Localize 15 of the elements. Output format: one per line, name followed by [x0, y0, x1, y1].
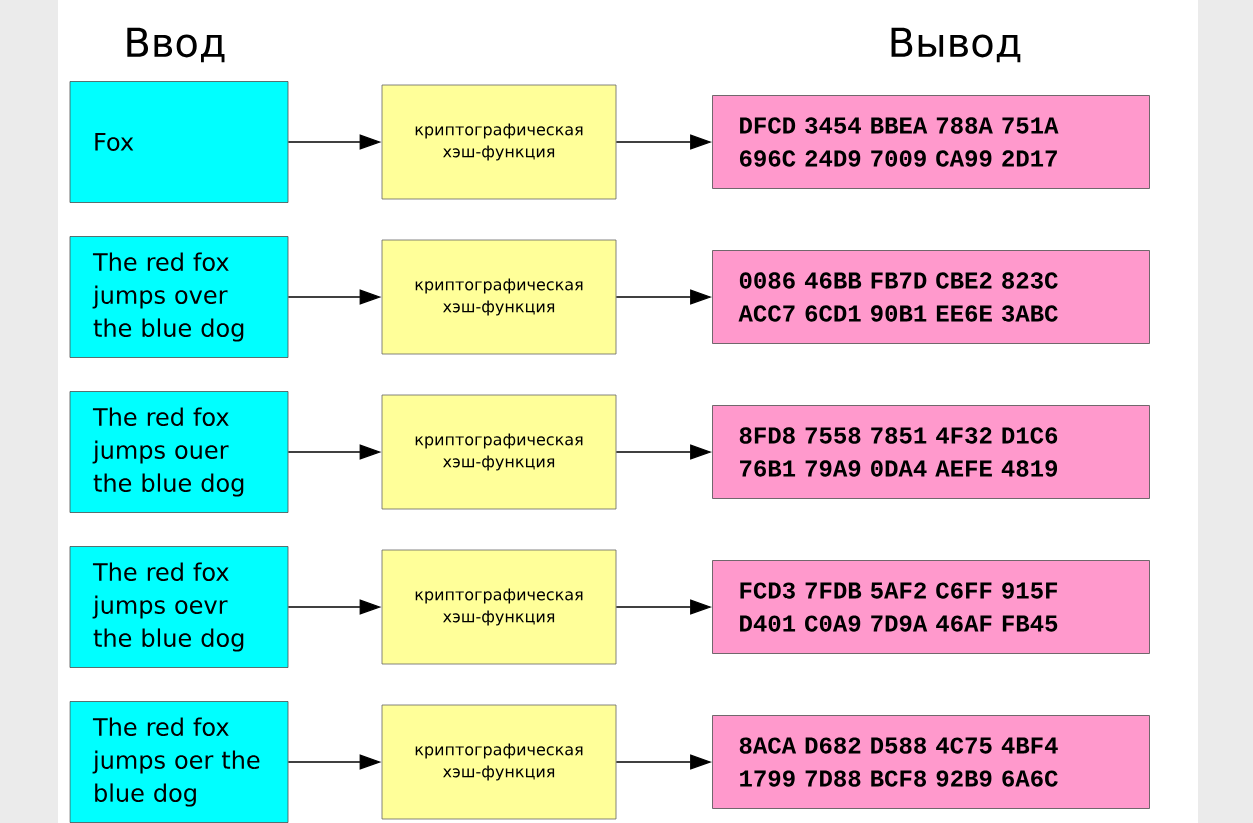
hash-value-box: 8FD8 7558 7851 4F32 D1C6 76B1 79A9 0DA4 AEFE 4819: [712, 405, 1150, 499]
hash-function-box: криптографическая хэш-функция: [381, 704, 617, 820]
input-box: The red fox jumps over the blue dog: [69, 236, 289, 358]
hash-function-box: криптографическая хэш-функция: [381, 239, 617, 355]
hash-value-box: DFCD 3454 BBEA 788A 751A 696C 24D9 7009 CA99 2D17: [712, 95, 1150, 189]
hash-function-box: криптографическая хэш-функция: [381, 549, 617, 665]
hash-function-box: криптографическая хэш-функция: [381, 394, 617, 510]
input-box: Fox: [69, 81, 289, 203]
hash-value-box: 8ACA D682 D588 4C75 4BF4 1799 7D88 BCF8 92B9 6A6C: [712, 715, 1150, 809]
input-box: The red fox jumps ouer the blue dog: [69, 391, 289, 513]
hash-value-box: FCD3 7FDB 5AF2 C6FF 915F D401 C0A9 7D9A 46AF FB45: [712, 560, 1150, 654]
hash-function-box: криптографическая хэш-функция: [381, 84, 617, 200]
input-box: The red fox jumps oer the blue dog: [69, 701, 289, 823]
input-box: The red fox jumps oevr the blue dog: [69, 546, 289, 668]
hash-value-box: 0086 46BB FB7D CBE2 823C ACC7 6CD1 90B1 EE6E 3ABC: [712, 250, 1150, 344]
